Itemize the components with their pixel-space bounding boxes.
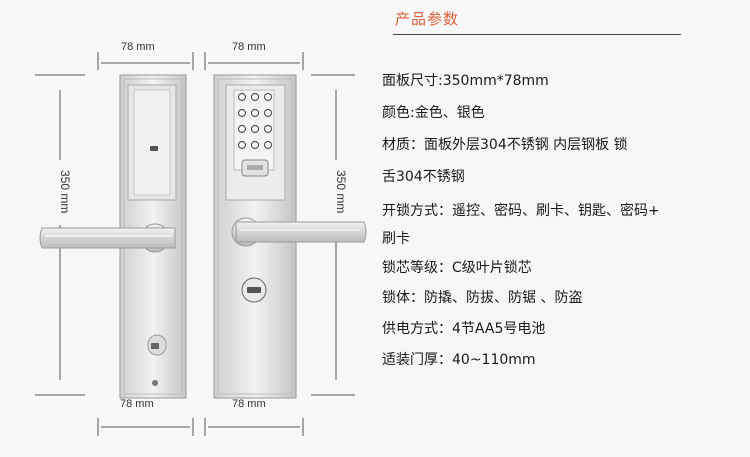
spec-material-cont: 舌304不锈钢 <box>382 169 465 185</box>
bottom-left-width-label: 78 mm <box>120 398 154 410</box>
top-right-width-label: 78 mm <box>232 41 266 53</box>
back-lever <box>39 227 176 249</box>
vertical-dimension-lines <box>59 90 337 380</box>
lock-drawing <box>35 52 367 436</box>
spec-lock-body: 锁体：防撬、防拔、防锯 、防盗 <box>382 290 583 306</box>
spec-unlock-methods: 开锁方式：遥控、密码、刷卡、钥匙、密码+ <box>382 203 660 219</box>
left-height-label: 350 mm <box>58 170 72 214</box>
spec-door-thickness: 适装门厚：40~110mm <box>382 352 536 368</box>
spec-power-supply: 供电方式：4节AA5号电池 <box>382 321 546 337</box>
spec-color: 颜色:金色、银色 <box>382 105 485 121</box>
spec-panel-size: 面板尺寸:350mm*78mm <box>382 73 549 89</box>
spec-material: 材质：面板外层304不锈钢 内层钢板 锁 <box>382 137 628 153</box>
front-lever <box>235 221 367 243</box>
top-left-width-label: 78 mm <box>121 41 155 53</box>
right-height-label: 350 mm <box>334 170 348 214</box>
top-dimension-lines <box>35 52 355 396</box>
spec-unlock-methods-cont: 刷卡 <box>382 231 410 247</box>
bottom-right-width-label: 78 mm <box>232 398 266 410</box>
spec-cylinder-grade: 锁芯等级：C级叶片锁芯 <box>382 260 532 276</box>
bottom-dimension-lines <box>97 418 304 436</box>
spec-divider <box>393 34 681 35</box>
spec-title: 产品参数 <box>395 10 460 28</box>
